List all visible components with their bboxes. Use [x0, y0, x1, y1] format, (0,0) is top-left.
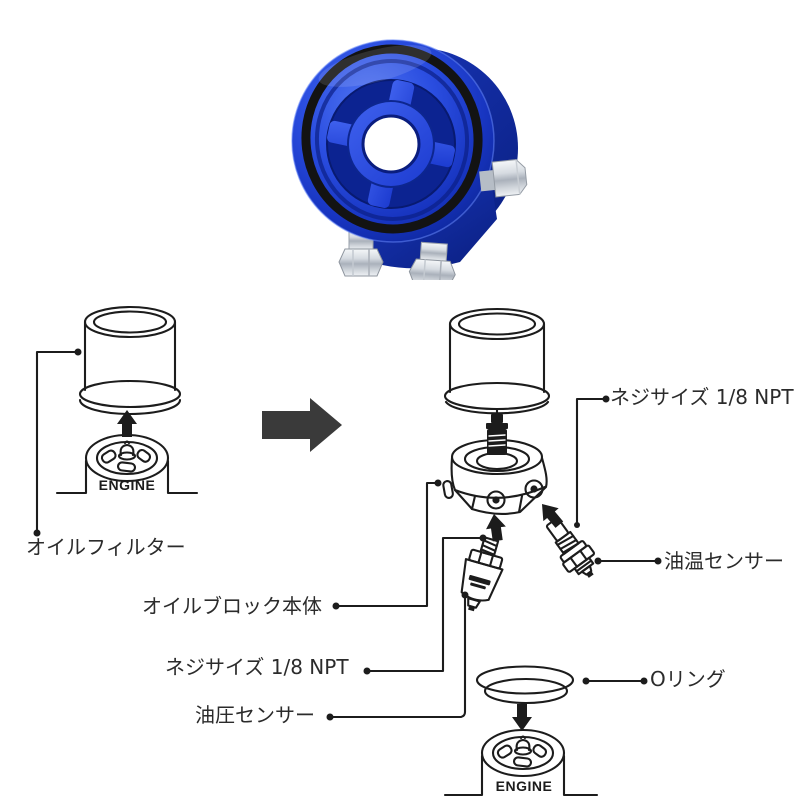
thread-size-left-leader: [363, 534, 487, 675]
engine-label-before: ENGINE: [98, 477, 156, 493]
before-engine-drawing: [55, 433, 199, 495]
oil-filter-label: オイルフィルター: [26, 535, 186, 559]
sensor-fitting-right: [408, 241, 456, 280]
o-ring-label: Oリング: [650, 667, 726, 691]
thread-size-top-label: ネジサイズ 1/8 NPT: [610, 385, 794, 409]
after-oil-filter-drawing: [443, 307, 551, 415]
engine-label-after: ENGINE: [495, 778, 553, 794]
hex-port-plug: [479, 159, 528, 198]
down-arrow-icon: [510, 702, 534, 733]
oil-temp-sensor-drawing: [545, 517, 596, 578]
oil-pressure-sensor-drawing: [460, 536, 504, 612]
up-left-arrow-icon: [533, 496, 569, 533]
oil-pressure-sensor-leader: [326, 591, 469, 721]
o-ring-leader: [582, 677, 648, 685]
thread-size-left-label: ネジサイズ 1/8 NPT: [165, 655, 349, 679]
thread-size-top-leader: [574, 395, 610, 528]
oil-block-drawing: [442, 407, 548, 515]
adapter-body: [291, 39, 528, 280]
product-photo: [291, 39, 528, 280]
oil-filter-leader-line: [33, 348, 82, 537]
after-engine-drawing: [443, 728, 599, 797]
oil-block-body-leader: [332, 479, 442, 610]
right-arrow-icon: [262, 398, 342, 452]
oil-temp-sensor-leader: [594, 557, 662, 565]
o-ring-seal: [301, 44, 483, 234]
oil-block-body-label: オイルブロック本体: [142, 594, 322, 618]
o-ring-drawing: [475, 665, 575, 705]
oil-temp-sensor-label: 油温センサー: [664, 549, 784, 573]
oil-pressure-sensor-label: 油圧センサー: [195, 703, 315, 727]
before-oil-filter-drawing: [78, 305, 182, 416]
